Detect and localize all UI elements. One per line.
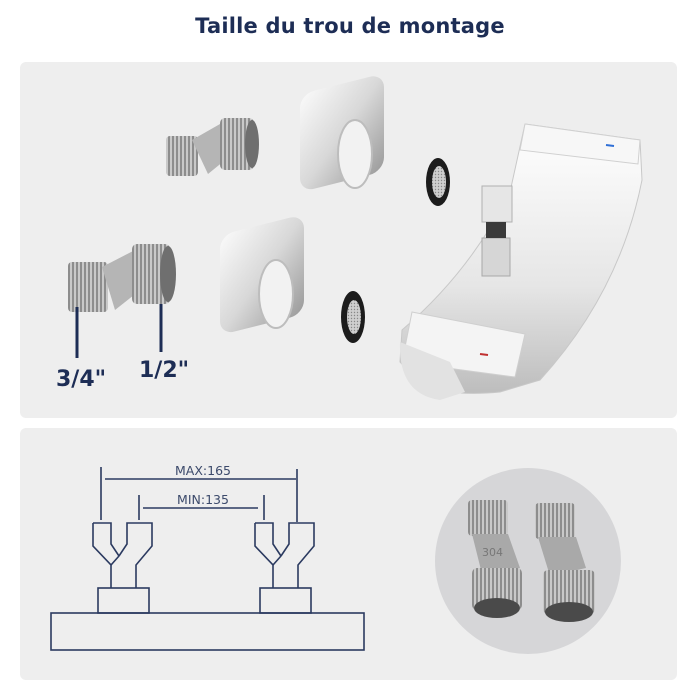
exploded-view-panel: 3/4" 1/2" — [20, 62, 677, 418]
exploded-view-illustration — [68, 76, 643, 400]
shower-mixer-body — [399, 123, 643, 400]
upper-flange-cover — [300, 76, 384, 190]
upper-connector — [166, 118, 259, 176]
lower-filter-washer — [341, 291, 365, 343]
dimension-drawing: MAX:165 MIN:135 304 — [50, 463, 621, 654]
lower-flange-cover — [220, 217, 304, 333]
page-title: Taille du trou de montage — [195, 14, 505, 38]
thread-size-label-right: 1/2" — [139, 358, 190, 383]
connectors-photo: 304 — [435, 468, 621, 654]
thread-size-label-left: 3/4" — [56, 367, 107, 392]
photo-connector-left: 304 — [468, 500, 522, 618]
upper-filter-washer — [426, 158, 450, 206]
lower-connector — [68, 244, 176, 312]
photo-connector-right — [535, 503, 595, 622]
stamp-text: 304 — [482, 546, 503, 559]
dimension-diagram-panel: MAX:165 MIN:135 304 — [20, 428, 677, 680]
min-distance-label: MIN:135 — [177, 492, 229, 507]
max-distance-label: MAX:165 — [175, 463, 231, 478]
